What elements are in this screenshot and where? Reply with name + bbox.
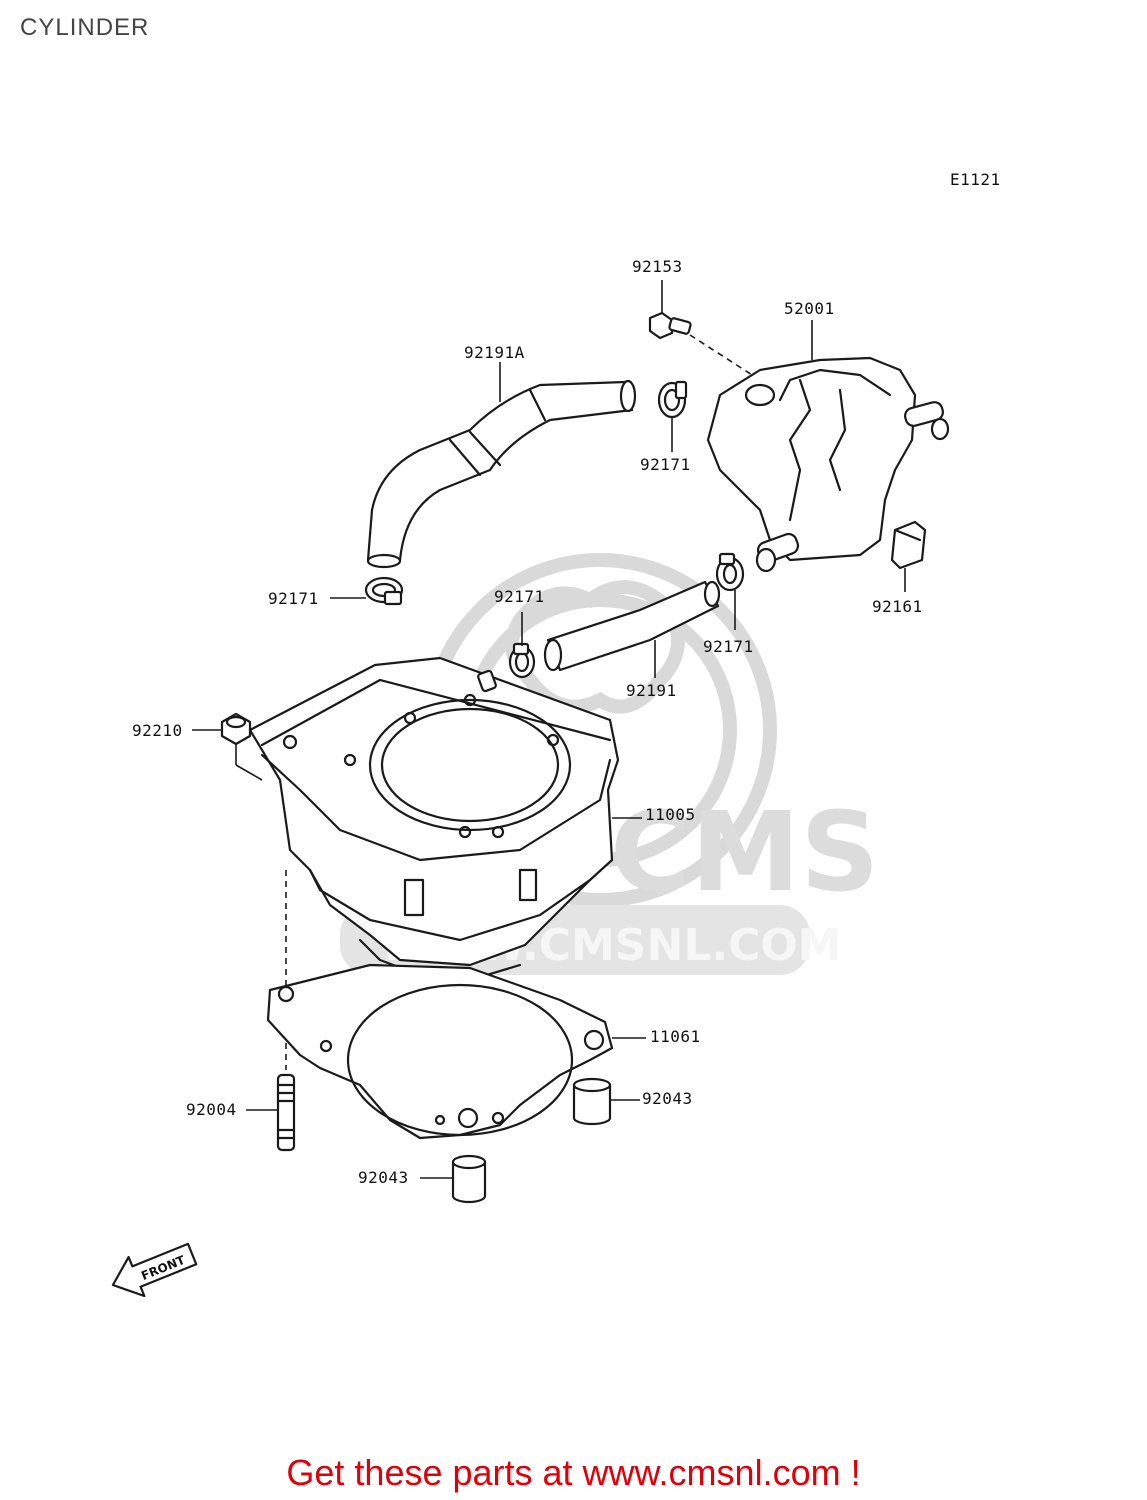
callout-92161: 92161 (872, 597, 923, 616)
front-direction-arrow: FRONT (111, 1242, 198, 1298)
callout-92171-a: 92171 (640, 455, 691, 474)
callout-92171-d: 92171 (703, 637, 754, 656)
part-52001-reservoir: 52001 (706, 299, 950, 573)
callout-92043-a: 92043 (642, 1089, 693, 1108)
callout-92210: 92210 (132, 721, 183, 740)
callout-92191: 92191 (626, 681, 677, 700)
part-92191A-hose: 92191A (366, 343, 637, 569)
part-92210-plug: 92210 (132, 712, 263, 781)
page-title: CYLINDER (20, 14, 150, 41)
part-92171-clamp-top: 92171 (640, 380, 691, 474)
part-11061-gasket: 11061 (266, 963, 701, 1140)
part-92043-dowel-right: 92043 (572, 1077, 693, 1126)
part-11005-cylinder: 11005 (248, 656, 696, 982)
callout-92191A: 92191A (464, 343, 525, 362)
part-92191-hose: 92191 (543, 580, 721, 700)
callout-92171-c: 92171 (494, 587, 545, 606)
part-92171-clamp-right: 92171 (703, 552, 754, 656)
callout-52001: 52001 (784, 299, 835, 318)
part-92171-clamp-left: 92171 (268, 576, 404, 608)
footer-promo-link[interactable]: Get these parts at www.cmsnl.com ! (286, 1452, 861, 1493)
part-92004-stud: 92004 (186, 1073, 296, 1152)
callout-92004: 92004 (186, 1100, 237, 1119)
callout-92043-b: 92043 (358, 1168, 409, 1187)
diagram-code: E1121 (950, 170, 1001, 189)
part-92171-clamp-center: 92171 (494, 587, 545, 679)
part-92161-damper: 92161 (872, 520, 927, 616)
callout-92153: 92153 (632, 257, 683, 276)
part-92043-dowel-lower: 92043 (358, 1154, 487, 1204)
callout-11005: 11005 (645, 805, 696, 824)
part-92153-bolt: 92153 (632, 257, 761, 381)
watermark-brand: CMS (610, 788, 879, 916)
callout-92171-b: 92171 (268, 589, 319, 608)
callout-11061: 11061 (650, 1027, 701, 1046)
